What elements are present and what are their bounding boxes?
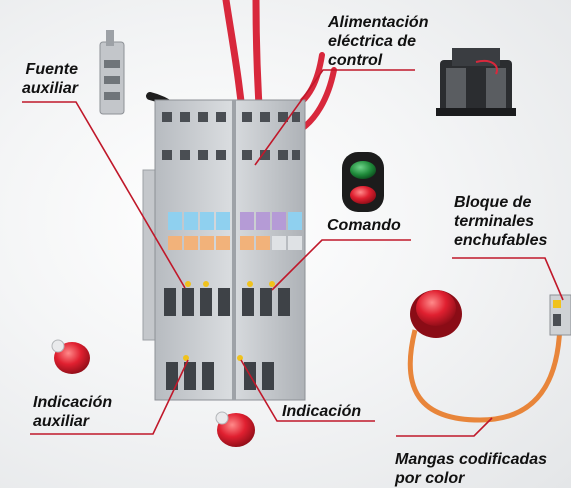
indicator-lens-main xyxy=(215,411,255,447)
leader-bloque xyxy=(452,257,564,301)
label-comando: Comando xyxy=(327,217,401,234)
auxiliary-contact-module xyxy=(99,30,125,115)
command-pushbutton xyxy=(342,152,384,212)
label-indicacion: Indicación xyxy=(282,403,362,420)
leader-lines xyxy=(22,69,564,437)
control-transformer xyxy=(436,48,516,116)
leader-indicacion-auxiliar xyxy=(30,359,189,435)
label-mangas-codificadas: Mangas codificadas por color xyxy=(395,451,548,487)
leader-fuente-auxiliar xyxy=(22,101,186,289)
label-indicacion-auxiliar: Indicación auxiliar xyxy=(33,394,113,430)
indicator-lens-auxiliary xyxy=(51,339,90,374)
pilot-light-with-cable xyxy=(407,290,563,423)
leader-comando xyxy=(271,239,411,291)
leader-mangas xyxy=(396,417,493,437)
leader-indicacion xyxy=(240,359,375,422)
label-bloque-terminales: Bloque de terminales enchufables xyxy=(454,194,548,249)
label-fuente-auxiliar: Fuente auxiliar xyxy=(21,61,78,97)
pluggable-terminal-block xyxy=(549,294,571,336)
leader-alimentacion xyxy=(254,69,415,166)
terminal-block-assembly xyxy=(142,99,306,401)
label-alimentacion-electrica: Alimentación eléctrica de control xyxy=(328,14,429,69)
